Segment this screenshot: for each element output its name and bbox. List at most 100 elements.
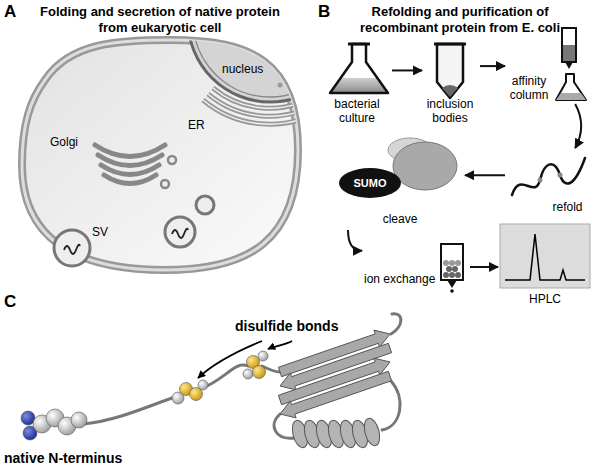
chromatogram [505,234,585,280]
step-label: refold [545,200,590,214]
column-icon [562,28,576,62]
secretory-vesicle [54,230,90,266]
atom-spheres [243,369,253,379]
secretory-vesicle [165,217,195,247]
chromatogram [500,224,590,288]
protein-loop [382,381,400,430]
organelle-label: ER [188,118,205,132]
cell [22,40,298,270]
column-icon [556,93,586,100]
ion-exchange-icon [452,266,458,272]
flow-arrow [480,65,505,67]
panel-letter: C [4,292,16,312]
ion-exchange-icon [449,272,455,278]
protein-loop [84,396,178,424]
step-label: bacterial culture [325,97,389,125]
organelle-label: SV [92,225,108,239]
step-node: bacterial culture [322,40,392,127]
cell [22,40,298,270]
flow-arrow [348,230,362,251]
ion-exchange-icon [450,289,454,293]
atom-spheres [253,366,266,379]
step-label: ion exchange [364,272,435,286]
secretory-vesicle [196,196,214,214]
organelle-label: Golgi [50,135,78,149]
chromatogram [500,224,590,288]
tube-icon [434,43,466,46]
golgi-shape [95,145,165,157]
unfolded-chain [512,158,585,195]
tube-icon [434,44,466,98]
atom-spheres [258,351,268,361]
golgi-shape [104,175,156,184]
beta-strand [280,371,392,418]
flow-arrow [470,266,498,268]
step-label: HPLC [498,292,592,306]
structure-label: native N-terminus [4,450,122,466]
organelle-label: nucleus [222,62,263,76]
er-shape [213,88,314,108]
tube-icon [442,85,458,97]
er-shape [203,100,322,124]
step-node: affinity column [505,26,595,104]
leader-arrow [198,341,292,378]
step-node: ion exchange [362,240,470,294]
tube-icon [437,44,463,98]
step-node: inclusion bodies [422,40,480,127]
ion-exchange-icon [441,244,463,293]
ion-exchange-icon [455,272,461,278]
secretory-vesicle [172,229,188,238]
beta-strand [278,330,391,418]
leader-arrow [268,341,292,349]
ion-exchange-icon [449,260,455,266]
nucleus-shape [278,83,283,88]
column-icon [556,28,586,100]
secretory-vesicle [64,245,80,254]
nucleus-shape [287,57,293,63]
step-label: cleave [370,212,430,226]
flask-icon [330,44,388,93]
nucleus-shape [248,43,253,48]
step-label: affinity column [505,74,553,102]
alpha-helix [362,417,383,448]
protein-loop [274,414,294,438]
step-node: HPLC [498,222,594,308]
panel-letter: A [4,2,16,22]
ion-exchange-icon [455,260,461,266]
atom-spheres [21,351,268,440]
fusion-protein [339,138,457,198]
ion-exchange-icon [443,260,449,266]
step-node: refold [505,148,592,216]
er-shape [203,88,322,124]
er-shape [208,94,318,116]
unfolded-chain [512,158,585,195]
ion-exchange-icon [443,272,449,278]
panel-title: Folding and secretion of native protein … [40,4,280,36]
step-node: SUMOcleave [335,135,465,230]
alpha-helix [290,417,383,450]
atom-spheres [71,412,87,428]
fusion-protein [393,142,457,190]
golgi-shape [95,145,176,188]
ion-exchange-icon [446,266,452,272]
leader-arrow [198,341,262,378]
protein-loop [391,314,401,334]
ion-exchange-icon [447,280,457,288]
panel-title: Refolding and purification of recombinan… [340,4,580,36]
cell [22,40,298,270]
column-icon [565,62,573,69]
column-icon [556,74,586,100]
ion-exchange-icon [441,244,463,280]
secretory-vesicle [54,196,214,266]
golgi-shape [98,155,162,166]
fusion-protein [339,168,401,198]
atom-spheres [198,380,208,390]
golgi-shape [161,180,169,188]
flow-arrow [392,69,422,71]
panel-letter: B [318,2,330,22]
step-label: inclusion bodies [422,97,478,125]
protein-loop [84,314,401,438]
